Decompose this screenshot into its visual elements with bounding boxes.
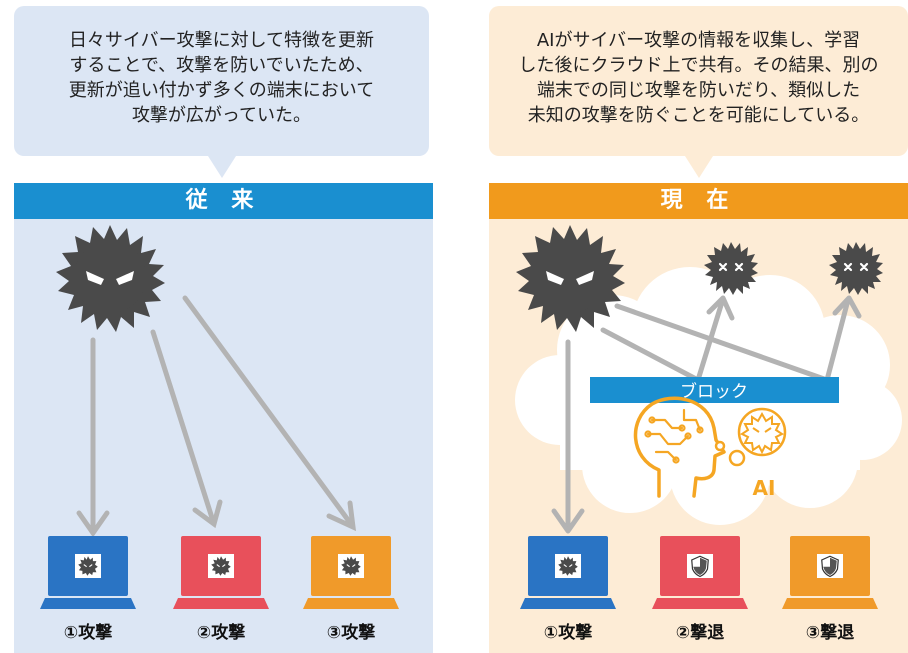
laptop-base xyxy=(303,598,399,609)
right-description-bubble: AIがサイバー攻撃の情報を収集し、学習 した後にクラウド上で共有。その結果、別の… xyxy=(489,6,908,178)
left-description-line: 更新が追い付かず多くの端末において xyxy=(68,80,375,101)
right-panel-header: 現 在 xyxy=(489,183,908,219)
laptop-2-left xyxy=(173,536,269,609)
device-label-left-1: ①攻撃 xyxy=(64,622,112,643)
blocked-virus-icon-2 xyxy=(827,240,885,297)
cloud-shape xyxy=(515,267,902,525)
laptop-base xyxy=(173,598,269,609)
attack-arrow-3 xyxy=(182,295,354,527)
device-label-left-3: ③攻撃 xyxy=(327,622,375,643)
attack-arrow-head-1 xyxy=(76,510,110,538)
device-label-right-1: ①攻撃 xyxy=(544,622,592,643)
ai-virus-thought-icon xyxy=(740,411,784,455)
laptop-base xyxy=(652,598,748,609)
laptop-1-right xyxy=(520,536,616,609)
attack-arrow-head-2 xyxy=(192,499,223,529)
attack-arrow-head-3 xyxy=(326,500,357,532)
right-description-line: 端末での同じ攻撃を防いだり、類似した xyxy=(536,80,861,101)
left-description-line: 攻撃が広がっていた。 xyxy=(131,105,312,126)
ai-head-icon xyxy=(633,396,726,498)
right-bubble-tail xyxy=(684,156,713,178)
right-description-line: 未知の攻撃を防ぐことを可能にしている。 xyxy=(527,105,870,126)
block-bar xyxy=(590,377,839,403)
attacker-virus-icon xyxy=(56,225,165,332)
attack-arrows xyxy=(76,295,357,538)
laptop-base xyxy=(40,598,136,609)
laptop-3-right xyxy=(782,536,878,609)
left-description-line: することで、攻撃を防いでいたため、 xyxy=(69,55,374,76)
right-description-line: AIがサイバー攻撃の情報を収集し、学習 xyxy=(536,30,861,51)
attack-arrow-head-right-1 xyxy=(551,508,585,534)
attack-arrow-2 xyxy=(150,329,216,524)
deflect-arrow-head-1 xyxy=(706,295,735,321)
laptop-base xyxy=(782,598,878,609)
laptop-base xyxy=(520,598,616,609)
ai-label: AI xyxy=(753,476,776,500)
device-label-left-2: ②攻撃 xyxy=(197,622,245,643)
laptop-3-left xyxy=(303,536,399,609)
left-bubble-tail xyxy=(207,156,236,178)
left-panel-header: 従 来 xyxy=(14,183,433,219)
device-label-right-2: ②撃退 xyxy=(676,622,724,643)
device-label-right-3: ③撃退 xyxy=(806,622,854,643)
laptop-2-right xyxy=(652,536,748,609)
left-description-line: 日々サイバー攻撃に対して特徴を更新 xyxy=(68,30,375,51)
deflect-arrow-head-2 xyxy=(832,295,862,319)
laptop-1-left xyxy=(40,536,136,609)
right-description-line: した後にクラウド上で共有。その結果、別の xyxy=(518,55,879,76)
block-label: ブロック xyxy=(680,381,748,402)
left-description-bubble: 日々サイバー攻撃に対して特徴を更新 することで、攻撃を防いでいたため、 更新が追… xyxy=(14,6,429,178)
attacker-virus-icon-right xyxy=(516,225,625,332)
